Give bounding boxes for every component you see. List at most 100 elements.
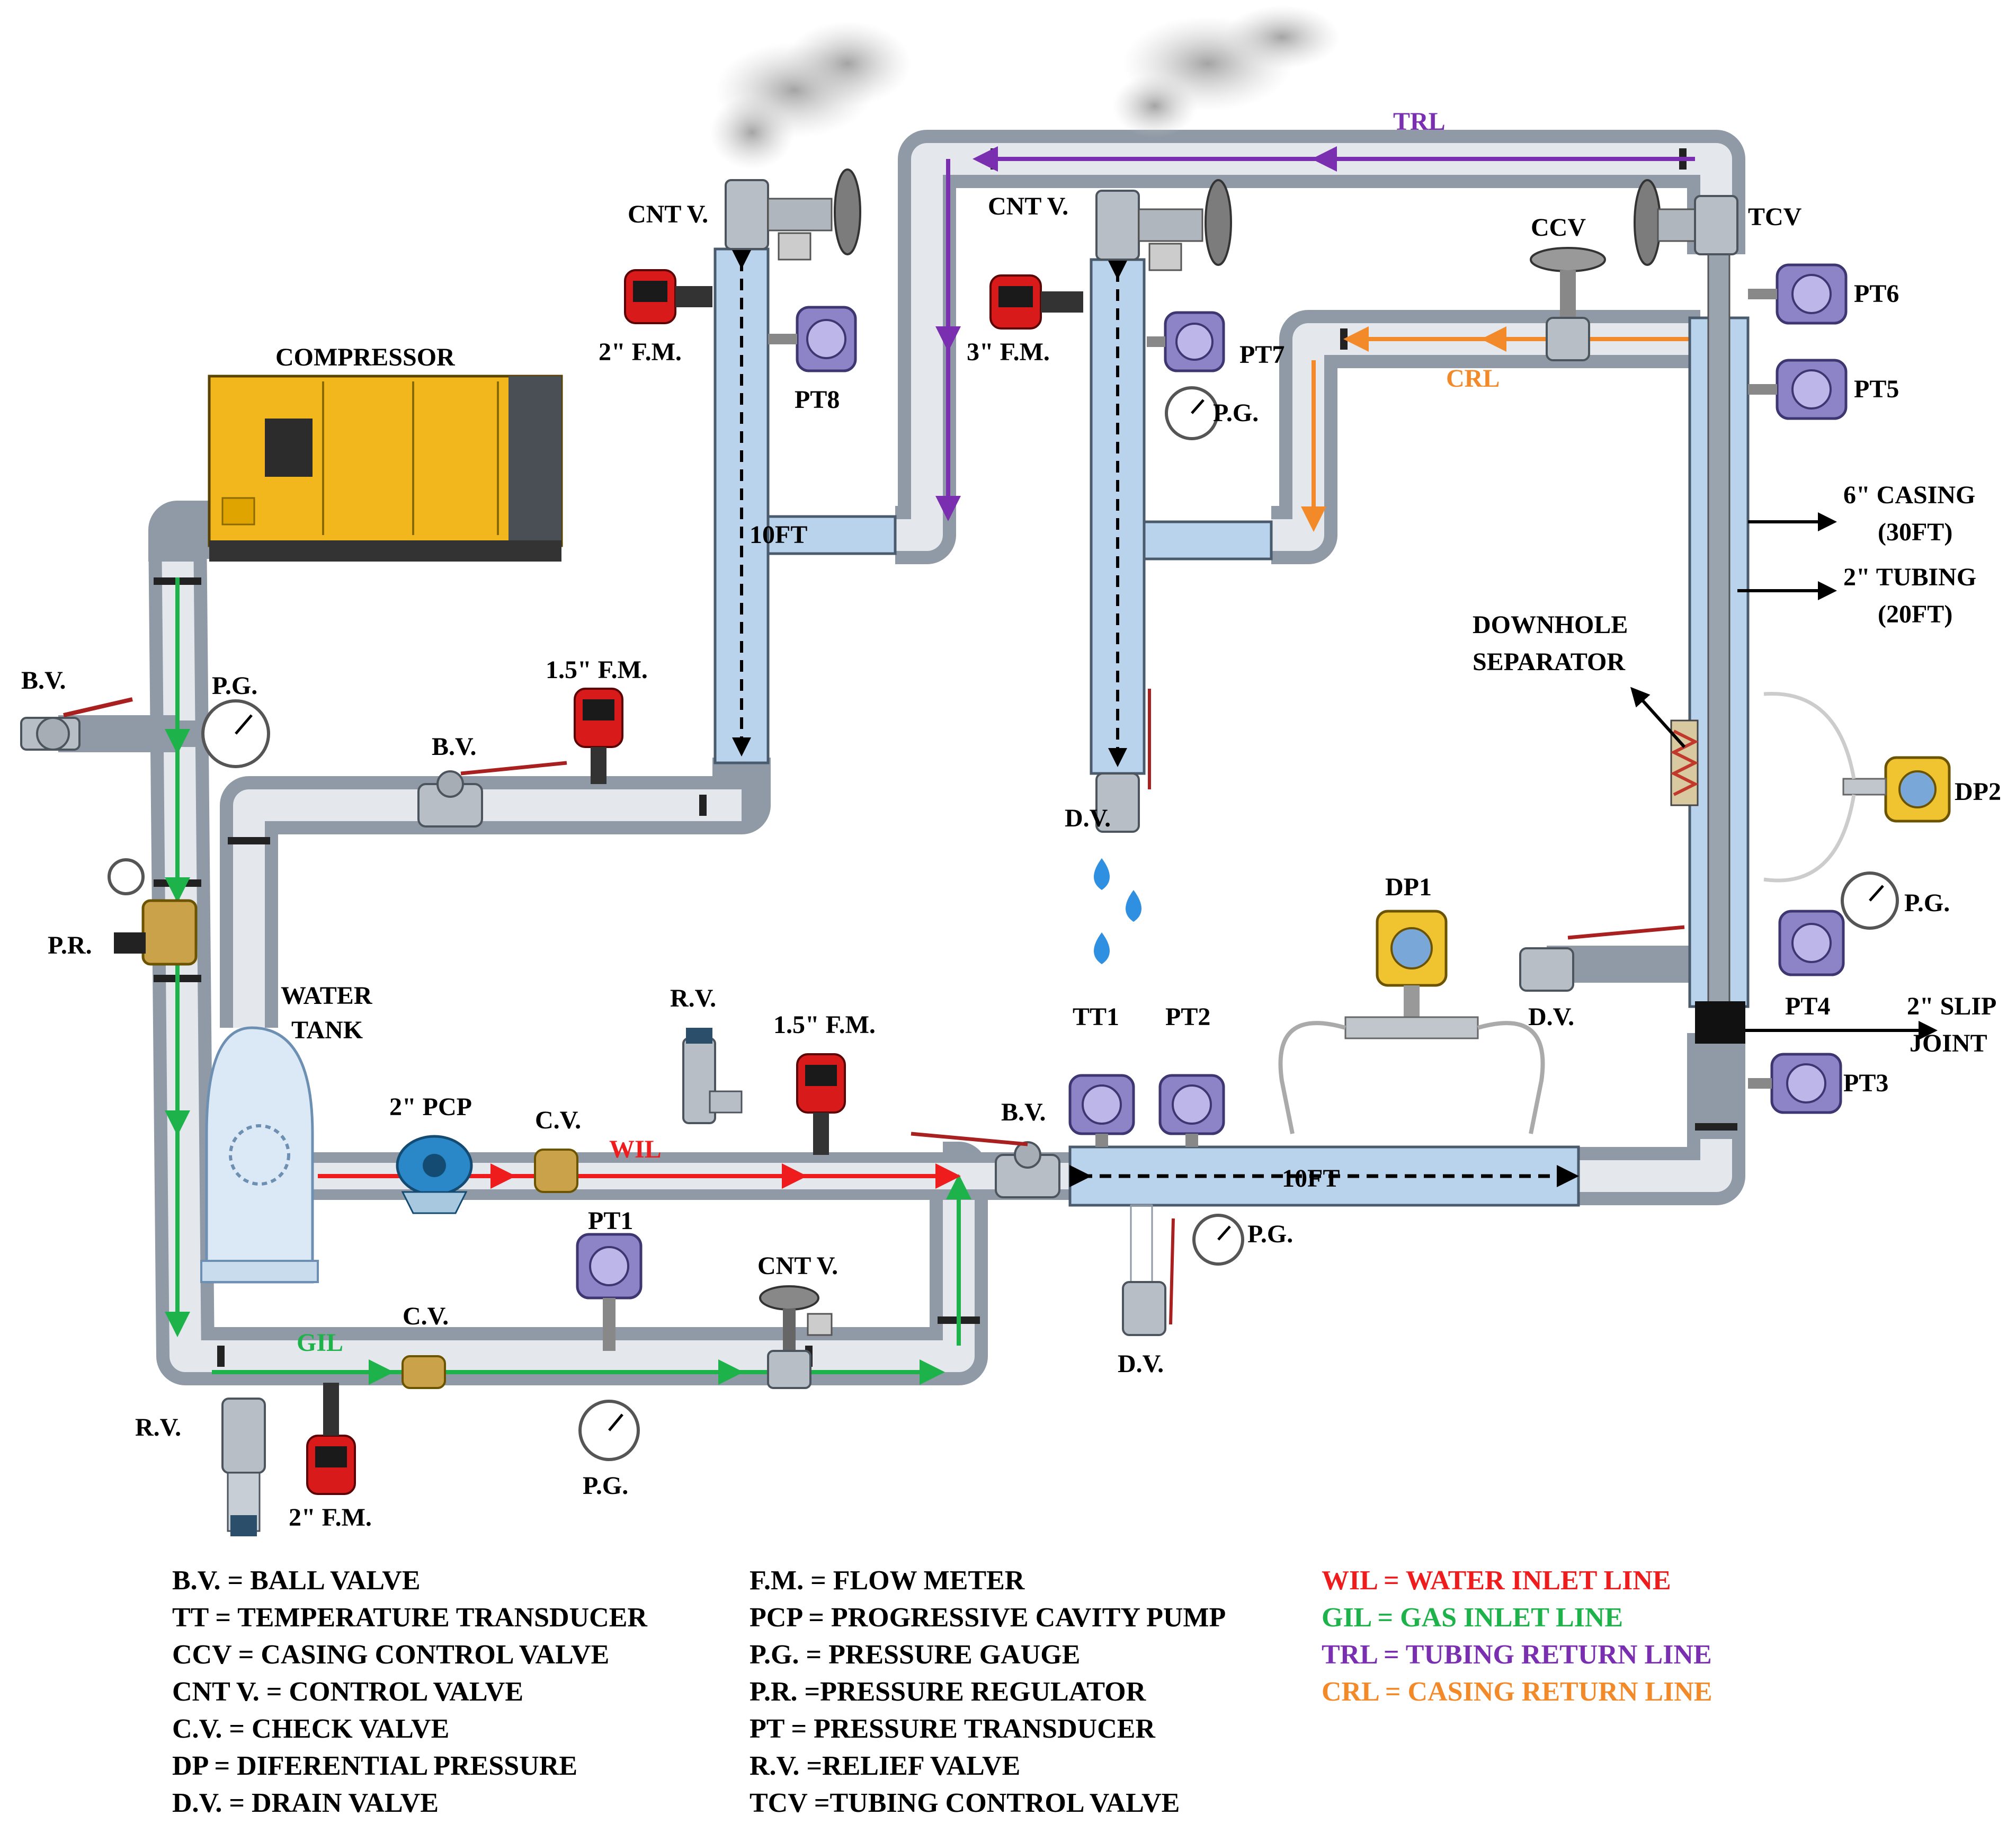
- relief-valve-wil: [682, 1028, 743, 1124]
- legend-item: D.V. = DRAIN VALVE: [172, 1788, 439, 1818]
- pg-mid-gauge: [1165, 386, 1219, 440]
- tcv-valve: [1634, 179, 1738, 266]
- label-dv-right: D.V.: [1528, 1003, 1574, 1031]
- label-pt6: PT6: [1854, 280, 1899, 308]
- pt4-device: [1778, 910, 1845, 976]
- legend-col1: B.V. = BALL VALVE TT = TEMPERATURE TRANS…: [172, 1565, 648, 1818]
- pressure-gauges: [108, 386, 1899, 1461]
- bv-left-valve: [20, 697, 133, 751]
- tt1-device: [1068, 1074, 1135, 1147]
- dp2-device: [1763, 691, 1951, 883]
- legend-item: P.R. =PRESSURE REGULATOR: [750, 1677, 1147, 1707]
- label-slip-2: JOINT: [1910, 1029, 1987, 1057]
- pg-pr-gauge: [108, 858, 145, 895]
- label-pt7: PT7: [1239, 341, 1284, 369]
- pt2-device: [1158, 1074, 1225, 1147]
- label-pcp: 2" PCP: [389, 1093, 472, 1121]
- label-water-tank-2: TANK: [291, 1016, 363, 1044]
- label-dp2: DP2: [1955, 778, 2001, 806]
- legend-item: B.V. = BALL VALVE: [172, 1565, 421, 1596]
- label-pg-left: P.G.: [212, 672, 257, 700]
- bottom-separator: [1068, 1145, 1580, 1207]
- label-fm-2in: 2" F.M.: [599, 338, 682, 366]
- pt5-device: [1748, 359, 1848, 420]
- bv-wil-valve: [911, 1132, 1060, 1198]
- legend-item: P.G. = PRESSURE GAUGE: [750, 1640, 1080, 1670]
- water-tank: [200, 1026, 319, 1284]
- label-water-tank-1: WATER: [281, 982, 373, 1010]
- label-cntv-left: CNT V.: [628, 200, 708, 228]
- check-valve-wil: [534, 1149, 578, 1193]
- label-pt1: PT1: [588, 1207, 633, 1235]
- legend-item: CCV = CASING CONTROL VALVE: [172, 1640, 609, 1670]
- pt1-device: [576, 1233, 643, 1351]
- label-cntv-mid: CNT V.: [988, 192, 1068, 220]
- legend-item: TT = TEMPERATURE TRANSDUCER: [172, 1603, 648, 1633]
- pt6-device: [1748, 263, 1848, 325]
- label-pg-pt1: P.G.: [583, 1472, 628, 1500]
- label-tubing-1: 2" TUBING: [1843, 563, 1976, 591]
- legend-item: C.V. = CHECK VALVE: [172, 1714, 449, 1744]
- flow-meter-3in: [989, 274, 1083, 330]
- legend: B.V. = BALL VALVE TT = TEMPERATURE TRANS…: [172, 1565, 1712, 1818]
- pcp-pump: [396, 1135, 473, 1214]
- control-valve-mid: [1095, 179, 1232, 271]
- label-slip-1: 2" SLIP: [1907, 992, 1996, 1020]
- label-fm-wil: 1.5" F.M.: [773, 1011, 876, 1039]
- label-bv-upper: B.V.: [432, 733, 477, 761]
- label-trl: TRL: [1393, 108, 1446, 136]
- mid-separator: [1090, 258, 1273, 775]
- label-dv-bottom: D.V.: [1118, 1350, 1164, 1378]
- label-ccv: CCV: [1531, 213, 1586, 242]
- control-valve-left: [725, 168, 861, 261]
- label-fm-upper: 1.5" F.M.: [546, 656, 648, 684]
- legend-item-trl: TRL = TUBING RETURN LINE: [1322, 1640, 1712, 1670]
- pt-transducers: [576, 263, 1848, 1351]
- label-pt3: PT3: [1843, 1069, 1888, 1097]
- label-separator-2: SEPARATOR: [1473, 648, 1626, 676]
- label-pg-bottom: P.G.: [1247, 1220, 1293, 1248]
- smoke-plumes: [710, 5, 1340, 170]
- legend-item-crl: CRL = CASING RETURN LINE: [1322, 1677, 1712, 1707]
- dp1-device: [1278, 910, 1545, 1134]
- label-pt4: PT4: [1785, 992, 1830, 1020]
- well-casing: [1670, 253, 1750, 1044]
- label-fm-gil: 2" F.M.: [289, 1503, 372, 1532]
- label-tt1: TT1: [1073, 1003, 1119, 1031]
- label-cntv-bottom: CNT V.: [757, 1252, 838, 1280]
- pressure-regulator: [114, 899, 198, 966]
- label-dp1: DP1: [1385, 873, 1432, 901]
- label-fm-3in: 3" F.M.: [967, 338, 1050, 366]
- label-tcv: TCV: [1748, 203, 1802, 231]
- pg-bottom-gauge: [1192, 1214, 1244, 1266]
- pt8-device: [768, 306, 857, 372]
- label-crl: CRL: [1446, 364, 1500, 393]
- label-gil: GIL: [297, 1329, 343, 1357]
- label-rv-wil: R.V.: [670, 984, 716, 1012]
- relief-valve-bottom: [221, 1398, 266, 1536]
- label-casing-2: (30FT): [1878, 518, 1952, 546]
- left-separator: [713, 247, 897, 764]
- dv-mid-valve: [1095, 689, 1151, 833]
- label-pt5: PT5: [1854, 375, 1899, 403]
- label-pg-mid: P.G.: [1213, 399, 1259, 427]
- legend-item: CNT V. = CONTROL VALVE: [172, 1677, 523, 1707]
- slip-joint: [1695, 1001, 1745, 1044]
- pg-pt1-gauge: [578, 1400, 640, 1461]
- label-dv-mid: D.V.: [1065, 804, 1111, 832]
- flow-meter-upper: [574, 688, 623, 784]
- dv-bottom-valve: [1122, 1204, 1175, 1336]
- check-valve-gil: [402, 1355, 446, 1389]
- bv-upper-valve: [417, 761, 567, 828]
- label-cv-wil: C.V.: [535, 1106, 581, 1134]
- label-pt2: PT2: [1165, 1003, 1210, 1031]
- label-casing-1: 6" CASING: [1843, 481, 1975, 509]
- pg-right-gauge: [1841, 871, 1899, 930]
- dv-right-valve: [1519, 925, 1685, 992]
- pt7-device: [1147, 311, 1225, 372]
- legend-item: F.M. = FLOW METER: [750, 1565, 1025, 1596]
- legend-item: TCV =TUBING CONTROL VALVE: [750, 1788, 1180, 1818]
- annotation-arrows: [1630, 512, 1938, 1040]
- label-separator-1: DOWNHOLE: [1473, 611, 1628, 639]
